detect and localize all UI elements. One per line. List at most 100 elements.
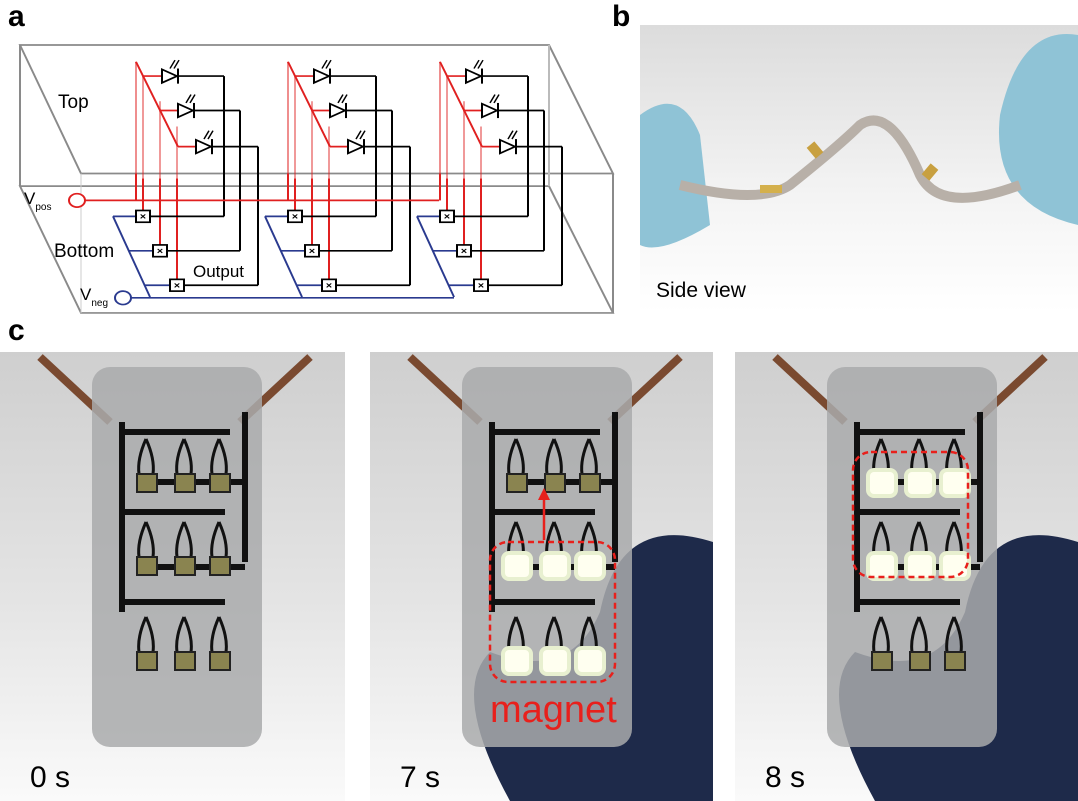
- led-off: [136, 473, 158, 493]
- lit-region-outline: [851, 450, 970, 579]
- led-icon: [329, 102, 348, 119]
- led-off: [174, 556, 196, 576]
- bottom-layer-label: Bottom: [54, 241, 114, 262]
- led-emission: [473, 59, 480, 69]
- device-illustration: magnet: [407, 354, 713, 801]
- top-layer-label: Top: [58, 92, 89, 113]
- left-glove: [640, 103, 710, 248]
- output-label: Output: [193, 262, 244, 281]
- led-emission: [185, 94, 192, 104]
- led-off: [209, 651, 231, 671]
- led-lead: [945, 616, 963, 653]
- time-label: 7 s: [400, 761, 441, 794]
- side-view-caption: Side view: [656, 279, 746, 302]
- led-lit: [574, 551, 606, 581]
- led-icon: [161, 67, 180, 85]
- led-lead: [137, 521, 155, 558]
- printed-traces: [854, 412, 983, 612]
- vneg-label: Vneg: [80, 285, 108, 309]
- led-lit: [539, 646, 571, 676]
- led-lead: [137, 438, 155, 475]
- magnetic-switch: [321, 278, 337, 292]
- led-emission: [477, 59, 484, 69]
- led-lead: [210, 521, 228, 558]
- led-lead: [137, 616, 155, 653]
- led-off: [579, 473, 601, 493]
- led-off: [909, 651, 931, 671]
- led-lit: [866, 551, 898, 581]
- led-lit: [904, 468, 936, 498]
- led-emission: [511, 130, 518, 140]
- magnetic-switch: [456, 244, 472, 258]
- led-off: [209, 473, 231, 493]
- right-glove: [998, 34, 1078, 225]
- panel-label-c: c: [8, 314, 25, 347]
- frame-photo-2: 8 s: [735, 352, 1078, 801]
- led-lit: [539, 551, 571, 581]
- led-lit: [904, 551, 936, 581]
- led-chip: [760, 185, 782, 193]
- side-view-photo: Side view: [640, 25, 1078, 312]
- led-emission: [321, 59, 328, 69]
- led-emission: [493, 94, 500, 104]
- led-off: [209, 556, 231, 576]
- led-off: [506, 473, 528, 493]
- led-emission: [325, 59, 332, 69]
- magnet-label: magnet: [490, 689, 617, 731]
- panel-label-b: b: [612, 0, 631, 33]
- circuit-diagram: ××××××××× Top Bottom Output Vpos Vneg: [18, 44, 615, 314]
- led-off: [174, 651, 196, 671]
- magnetic-switch: [169, 278, 185, 292]
- led-icon: [195, 138, 214, 155]
- led-lead: [175, 521, 193, 558]
- switch-x-icon: ×: [174, 281, 180, 291]
- led-lead: [910, 616, 928, 653]
- led-icon: [347, 138, 366, 155]
- led-off: [174, 473, 196, 493]
- vneg-branch: [264, 216, 303, 298]
- switch-x-icon: ×: [157, 247, 163, 257]
- time-label: 0 s: [30, 761, 71, 794]
- panel-label-a: a: [8, 0, 25, 33]
- switch-x-icon: ×: [461, 247, 467, 257]
- vneg-branch: [416, 216, 455, 298]
- switch-x-icon: ×: [478, 281, 484, 291]
- led-lead: [210, 616, 228, 653]
- bent-device-illustration: [640, 34, 1078, 248]
- led-lit: [866, 468, 898, 498]
- magnetic-switch: [152, 244, 168, 258]
- switch-x-icon: ×: [140, 212, 146, 222]
- switch-x-icon: ×: [309, 247, 315, 257]
- vpos-terminal-icon: [68, 192, 86, 208]
- led-icon: [481, 102, 500, 119]
- led-emission: [169, 59, 176, 69]
- led-icon: [499, 138, 518, 155]
- led-lead: [210, 438, 228, 475]
- led-lit: [939, 468, 971, 498]
- led-emission: [355, 130, 362, 140]
- led-chip: [921, 163, 939, 181]
- magnetic-switch: [287, 209, 303, 224]
- switch-x-icon: ×: [444, 212, 450, 222]
- device-illustration: [772, 354, 1078, 801]
- led-emission: [489, 94, 496, 104]
- led-off: [871, 651, 893, 671]
- device-illustration: [37, 354, 313, 747]
- layer-frame: [18, 44, 615, 314]
- frame-photo-0: 0 s: [0, 352, 345, 801]
- led-lead: [872, 616, 890, 653]
- led-icon: [313, 67, 332, 85]
- led-icon: [177, 102, 196, 119]
- led-lead: [175, 438, 193, 475]
- led-lead: [545, 438, 563, 475]
- led-off: [544, 473, 566, 493]
- circuit-wires: ×××××××××: [68, 59, 563, 306]
- led-lit: [574, 646, 606, 676]
- led-off: [136, 651, 158, 671]
- led-lead: [507, 438, 525, 475]
- led-emission: [341, 94, 348, 104]
- flexible-substrate: [678, 115, 1022, 203]
- led-chip: [806, 141, 824, 159]
- led-emission: [173, 59, 180, 69]
- led-emission: [189, 94, 196, 104]
